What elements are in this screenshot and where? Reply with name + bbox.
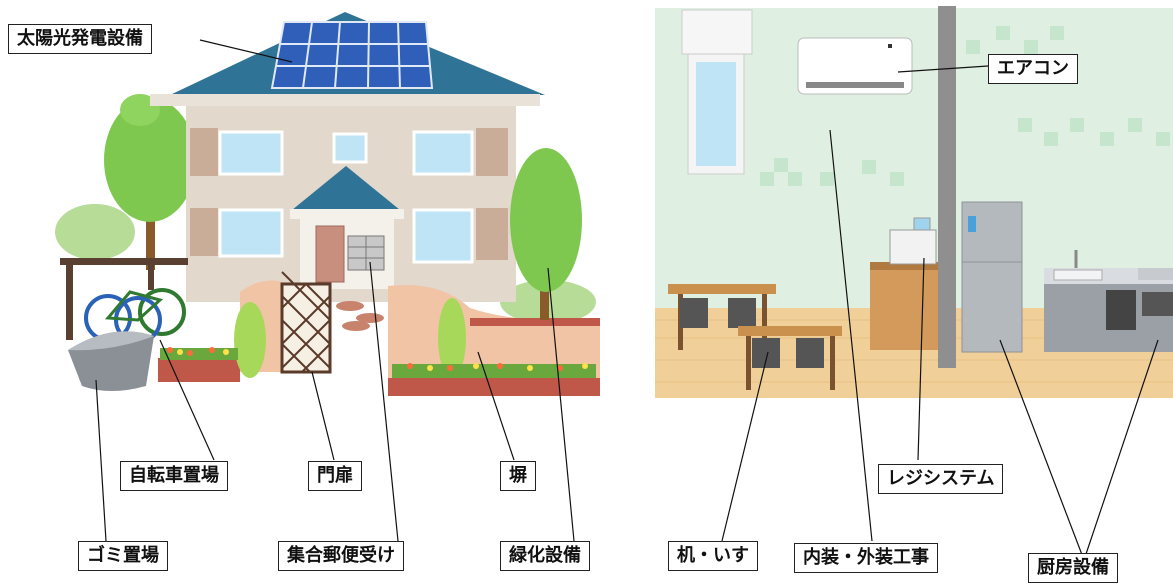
leader-solar [199, 39, 293, 63]
label-desk: 机・いす [668, 541, 758, 571]
refrigerator [961, 201, 1023, 353]
leader-desk [721, 351, 769, 542]
leader-bicycle [159, 339, 215, 461]
label-gate: 門扉 [308, 461, 362, 491]
leader-fence [477, 351, 515, 461]
leader-greening [547, 267, 575, 542]
gate [280, 271, 332, 374]
leader-aircon [897, 65, 989, 73]
label-solar: 太陽光発電設備 [8, 24, 152, 54]
leader-gate [311, 371, 335, 461]
label-mailbox: 集合郵便受け [278, 541, 404, 571]
leader-kitchen-unit [1083, 339, 1159, 561]
label-interior: 内装・外装工事 [794, 543, 938, 573]
house [150, 12, 545, 302]
garbage-bin [68, 331, 154, 391]
leader-register [917, 257, 925, 461]
air-conditioner [797, 37, 913, 95]
leader-mailbox [369, 261, 399, 542]
checkout-counter [870, 217, 938, 350]
label-register: レジシステム [878, 464, 1004, 494]
leader-kitchen-fridge [999, 339, 1085, 561]
solar-panel [270, 21, 434, 89]
house-scene [55, 12, 600, 396]
label-garbage: ゴミ置場 [78, 541, 168, 571]
bicycle-shelter [60, 258, 188, 344]
pillar [938, 6, 956, 368]
interior-scene [655, 6, 1173, 398]
mailbox-unit [347, 235, 385, 271]
leader-garbage [95, 379, 107, 542]
label-aircon: エアコン [988, 54, 1078, 84]
label-kitchen: 厨房設備 [1028, 553, 1118, 583]
bush-left [55, 204, 135, 260]
leader-lines [95, 39, 1159, 561]
kitchen-unit [1044, 250, 1173, 352]
label-bicycle: 自転車置場 [120, 461, 228, 491]
window [681, 9, 753, 175]
leader-interior [829, 129, 873, 542]
label-greening: 緑化設備 [500, 541, 590, 571]
label-fence: 塀 [500, 461, 536, 491]
tree-right [510, 148, 582, 320]
desks-chairs [668, 284, 842, 390]
